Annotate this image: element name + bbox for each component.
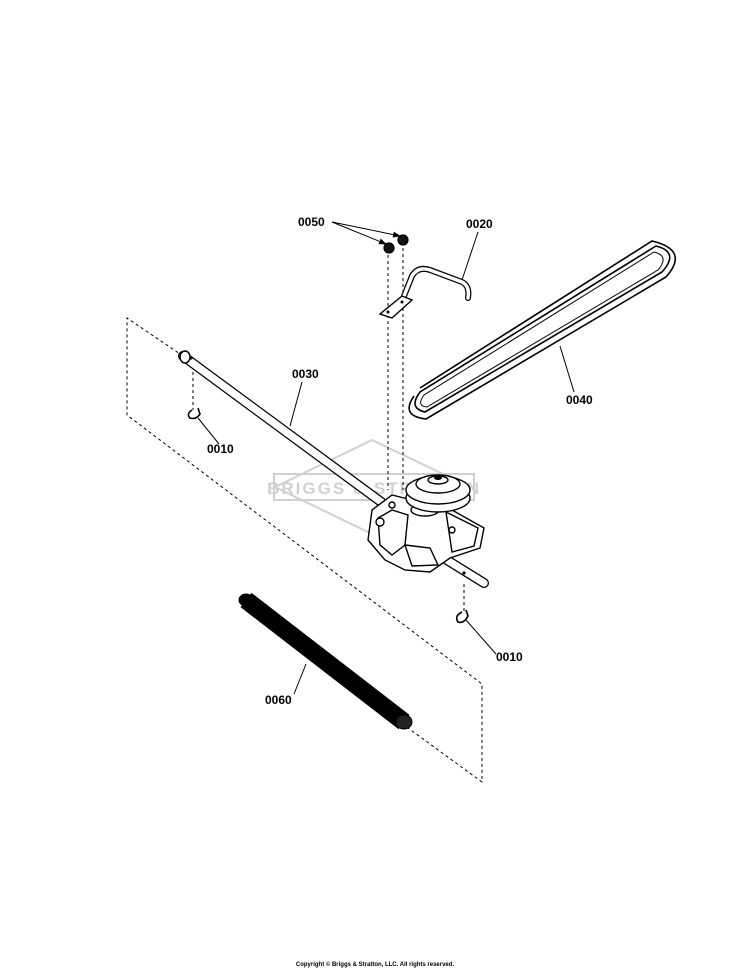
copyright-notice: Copyright © Briggs & Stratton, LLC. All … bbox=[295, 962, 455, 968]
clip-0010-left bbox=[187, 407, 201, 420]
callout-0010-right: 0010 bbox=[496, 650, 523, 664]
callout-0010-left: 0010 bbox=[207, 442, 234, 456]
assembly-guide-lines bbox=[126, 248, 483, 783]
rod-0020 bbox=[378, 265, 472, 319]
nuts-0050 bbox=[383, 234, 409, 254]
belt-0040 bbox=[408, 240, 677, 420]
callout-0040: 0040 bbox=[566, 393, 593, 407]
callout-0060: 0060 bbox=[265, 693, 292, 707]
callout-0020: 0020 bbox=[466, 217, 493, 231]
tube-0060 bbox=[238, 592, 413, 730]
callout-0050: 0050 bbox=[298, 215, 325, 229]
callout-0030: 0030 bbox=[292, 367, 319, 381]
clip-0010-right bbox=[455, 609, 469, 624]
pulley bbox=[405, 474, 471, 513]
leader-lines bbox=[197, 221, 575, 695]
